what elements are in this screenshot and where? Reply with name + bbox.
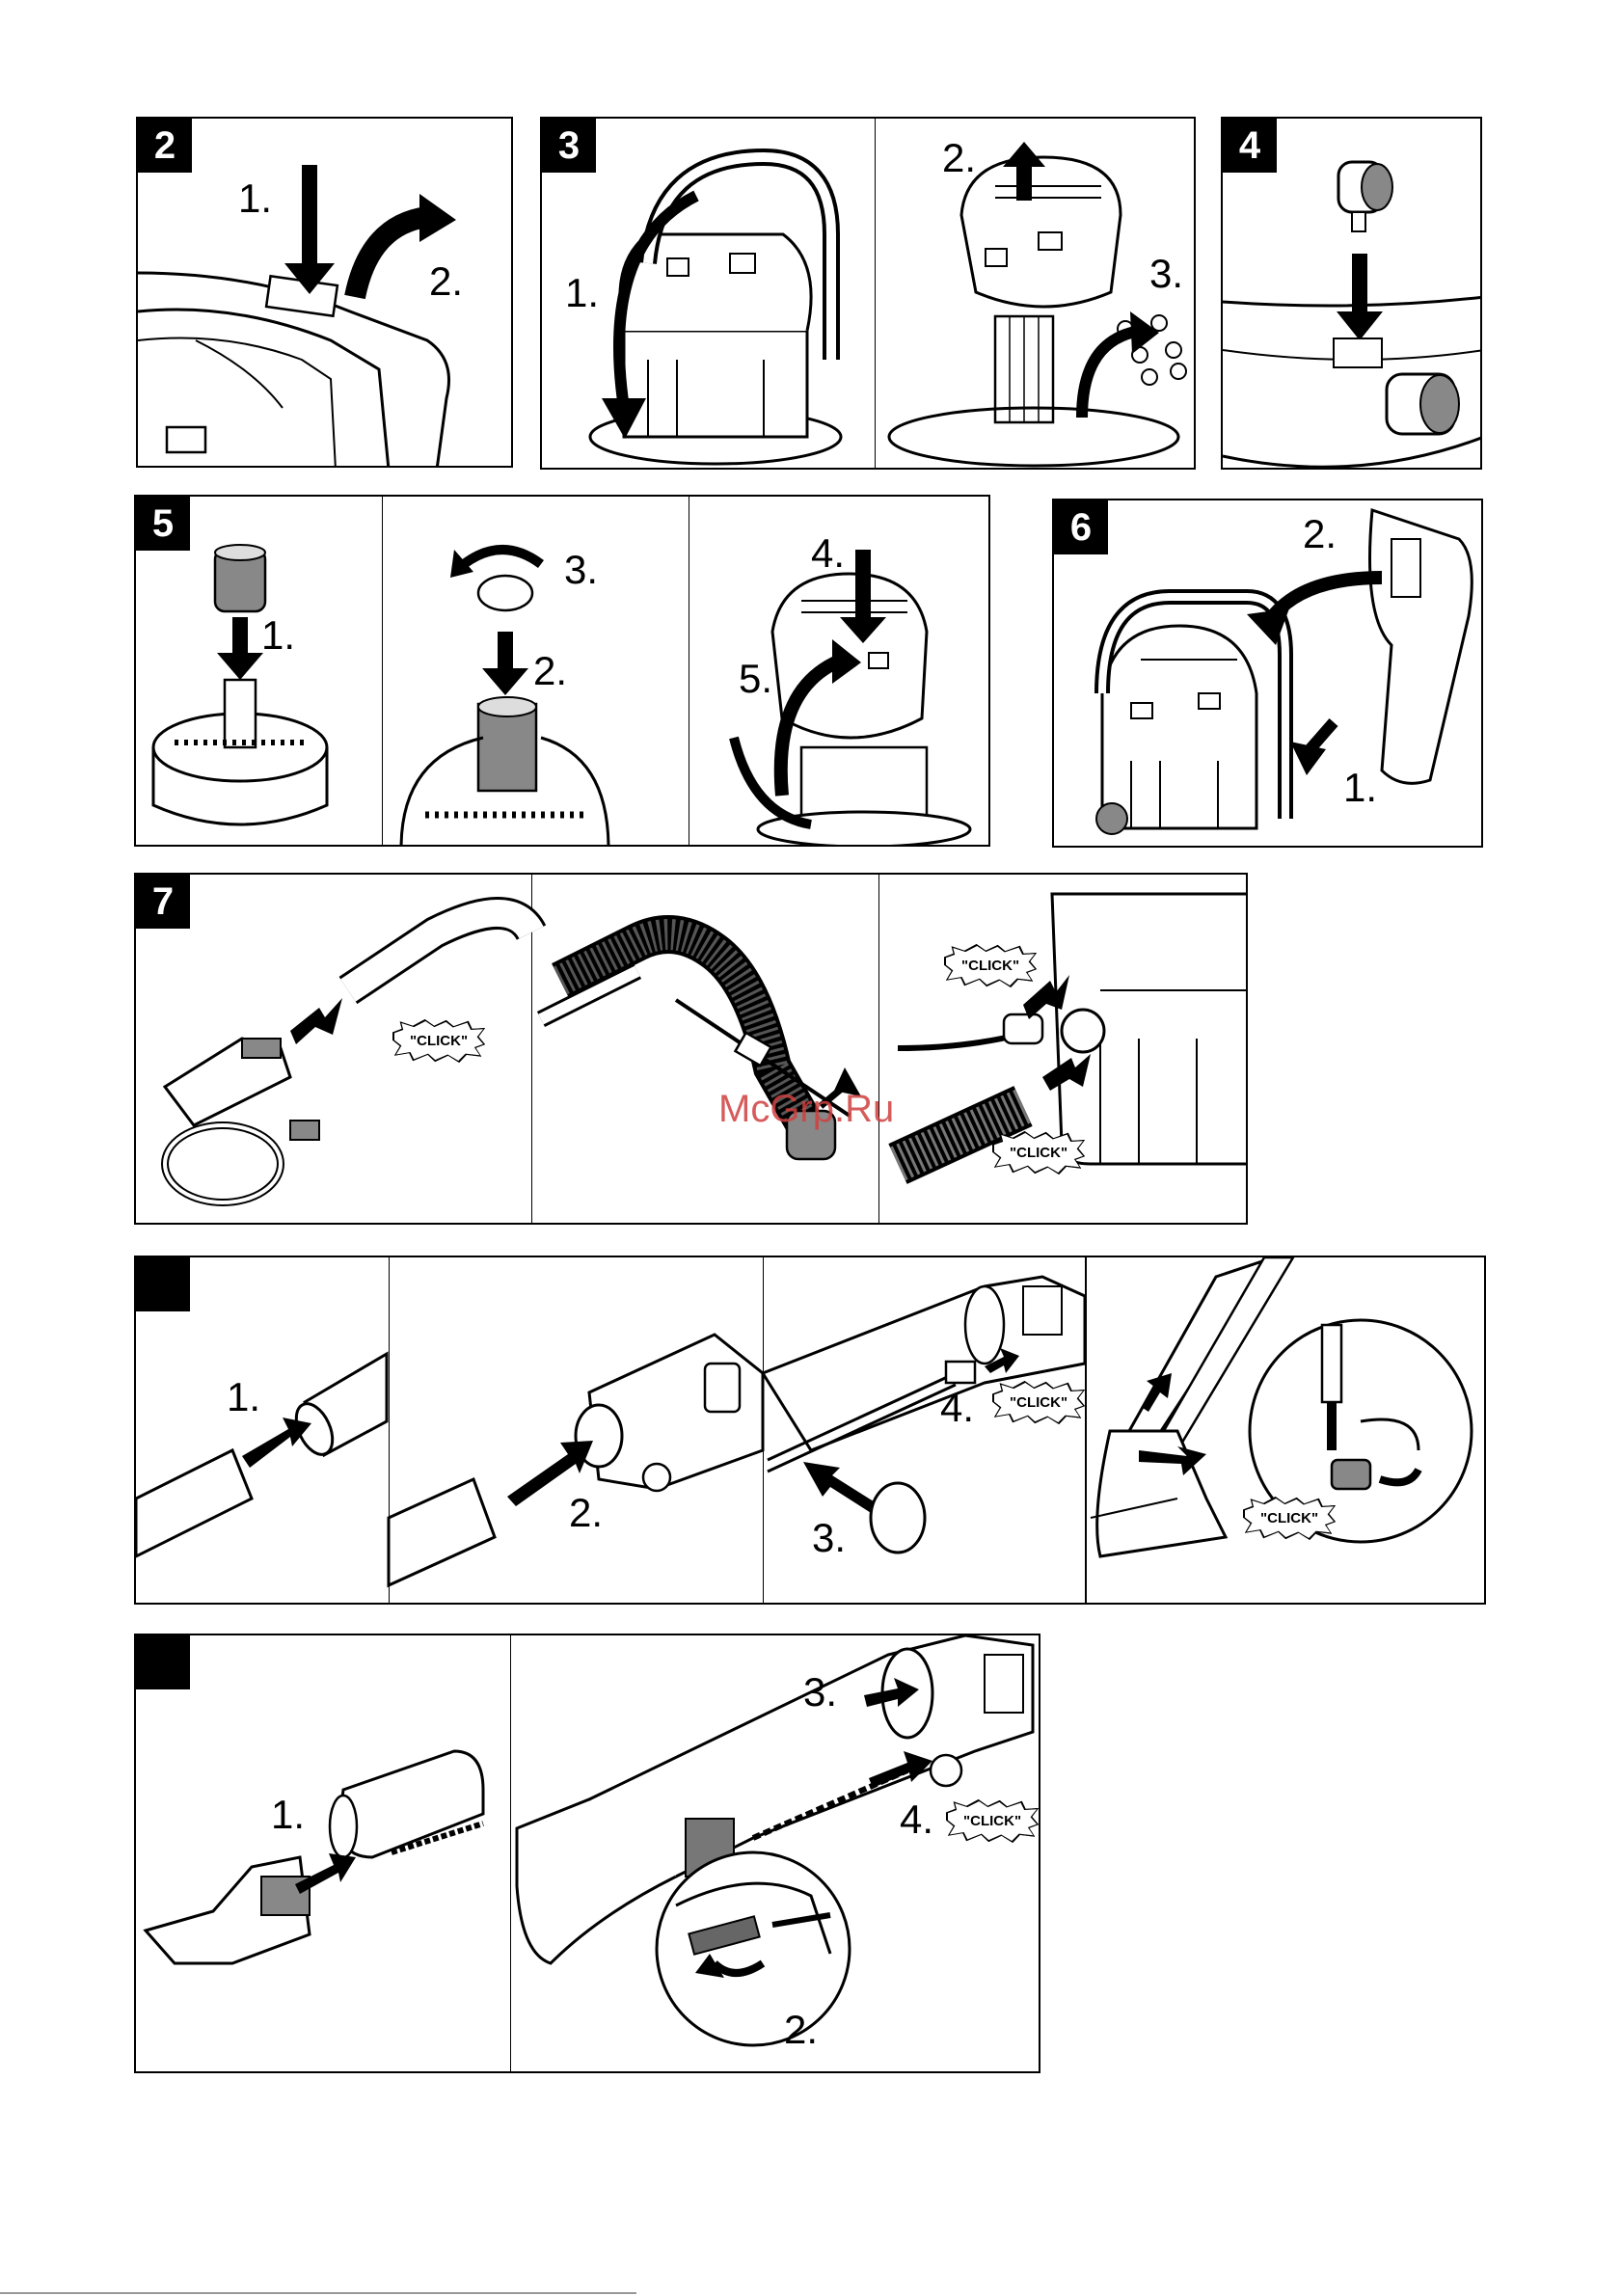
figure-9: 1. 2. 3. 4. "CLICK" bbox=[134, 1634, 1040, 2073]
step-4-label: 4. bbox=[900, 1799, 933, 1840]
step-3-label: 3. bbox=[564, 550, 598, 590]
figure-4: 4 bbox=[1221, 117, 1482, 470]
step-4-label: 4. bbox=[811, 533, 845, 574]
step-4-label: 4. bbox=[940, 1388, 974, 1428]
figure-8: 1. 2. 3. 4. "CLICK" "CLICK" bbox=[134, 1256, 1486, 1605]
handle-and-lid-removal-illustration bbox=[542, 119, 1196, 470]
step-2-label: 2. bbox=[569, 1493, 603, 1533]
step-2-label: 2. bbox=[942, 138, 976, 178]
click-callout: "CLICK" bbox=[394, 1021, 483, 1061]
click-text: "CLICK" bbox=[994, 1383, 1083, 1422]
click-callout: "CLICK" bbox=[948, 1801, 1037, 1841]
click-callout: "CLICK" bbox=[994, 1133, 1083, 1173]
step-2-label: 2. bbox=[533, 651, 567, 691]
page-bottom-rule bbox=[0, 2292, 636, 2294]
click-text: "CLICK" bbox=[994, 1133, 1083, 1173]
step-3-label: 3. bbox=[812, 1518, 846, 1558]
click-callout: "CLICK" bbox=[994, 1383, 1083, 1422]
step-5-label: 5. bbox=[739, 659, 772, 699]
extension-tube-assembly-illustration bbox=[136, 1257, 1486, 1605]
figure-2: 2 1. 2. bbox=[136, 117, 513, 468]
figure-3: 3 1. 2. 3. bbox=[540, 117, 1196, 470]
figure-6: 6 1. 2. bbox=[1052, 499, 1483, 848]
step-3-label: 3. bbox=[1149, 254, 1183, 294]
click-callout: "CLICK" bbox=[946, 946, 1035, 986]
handle-reattachment-illustration bbox=[1054, 500, 1483, 848]
click-text: "CLICK" bbox=[1245, 1499, 1334, 1538]
step-2-label: 2. bbox=[1303, 514, 1337, 554]
figure-5: 5 1. 2. 3. 4. 5. bbox=[134, 495, 990, 847]
step-1-label: 1. bbox=[261, 615, 295, 656]
figure-7: 7 "CLICK" " bbox=[134, 873, 1248, 1225]
step-1-label: 1. bbox=[227, 1377, 260, 1418]
watermark: McGrp.Ru bbox=[718, 1088, 894, 1131]
click-text: "CLICK" bbox=[946, 946, 1035, 986]
step-1-label: 1. bbox=[238, 178, 272, 219]
step-1-label: 1. bbox=[565, 273, 599, 313]
nozzle-attachment-illustration bbox=[136, 1635, 1040, 2073]
step-3-label: 3. bbox=[803, 1672, 837, 1713]
step-1-label: 1. bbox=[1343, 768, 1377, 808]
step-2-label: 2. bbox=[784, 2010, 818, 2050]
step-2-label: 2. bbox=[429, 261, 463, 302]
step-1-label: 1. bbox=[271, 1795, 305, 1835]
caster-wheel-insertion-illustration bbox=[1223, 119, 1482, 470]
click-callout: "CLICK" bbox=[1245, 1499, 1334, 1538]
click-text: "CLICK" bbox=[948, 1801, 1037, 1841]
click-text: "CLICK" bbox=[394, 1021, 483, 1061]
